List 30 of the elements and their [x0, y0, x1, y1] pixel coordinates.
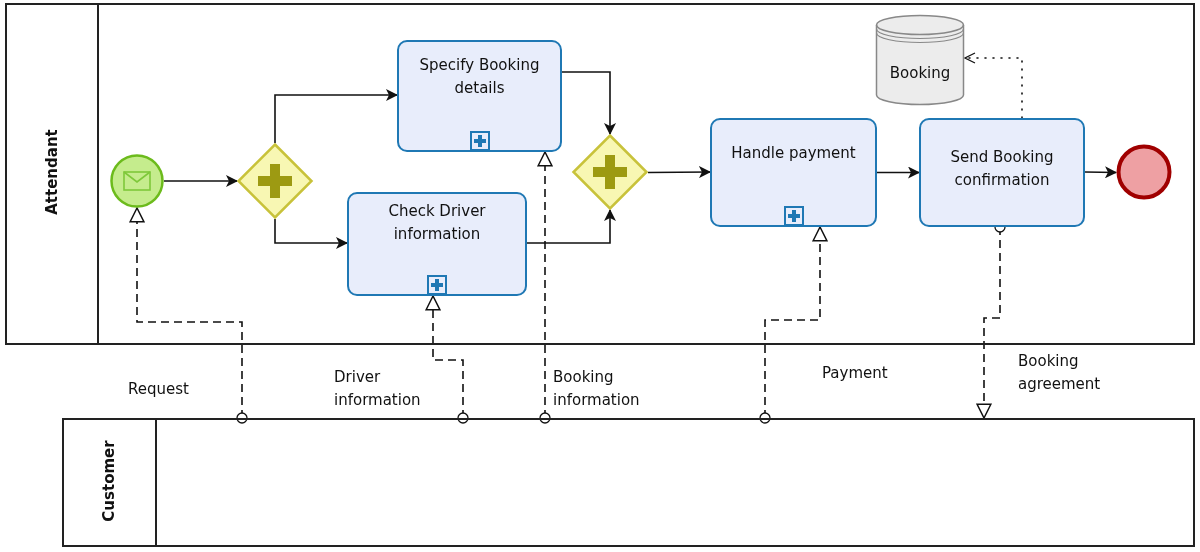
message-flow-arrow: [759, 226, 828, 424]
task-box: [919, 118, 1085, 227]
pool-label: Attendant: [43, 129, 61, 215]
parallel-gateway-diamond: [237, 143, 313, 219]
sequence-flow-arrow: [1084, 166, 1117, 179]
task-label: Send Booking confirmation: [949, 147, 1055, 192]
pool-label: Customer: [100, 439, 118, 522]
end-event-circle: [1116, 144, 1172, 200]
message-flow-arrow: [129, 207, 248, 424]
task-label: Handle payment: [730, 143, 857, 164]
start-event-circle: [110, 154, 164, 208]
pool: [62, 418, 1195, 547]
sequence-flow-arrow: [526, 209, 616, 244]
sequence-flow-arrow: [274, 89, 398, 144]
message-flow-arrow: [537, 151, 553, 424]
sequence-flow-arrow: [163, 175, 238, 187]
data-store-label: Booking: [888, 64, 952, 82]
subprocess-box: [397, 40, 562, 152]
sequence-flow-arrow: [876, 166, 920, 179]
parallel-gateway-diamond: [572, 134, 648, 210]
message-flow-arrow: [425, 295, 469, 424]
task-label: Check Driver information: [387, 201, 487, 246]
task-label: Specify Booking details: [418, 55, 541, 100]
subprocess-box: [347, 192, 527, 296]
sequence-flow-arrow: [647, 166, 711, 179]
association-arrow: [964, 52, 1023, 119]
pool: [5, 3, 1195, 345]
subprocess-box: [710, 118, 877, 227]
sequence-flow-arrow: [561, 71, 616, 135]
sequence-flow-arrow: [274, 218, 348, 249]
